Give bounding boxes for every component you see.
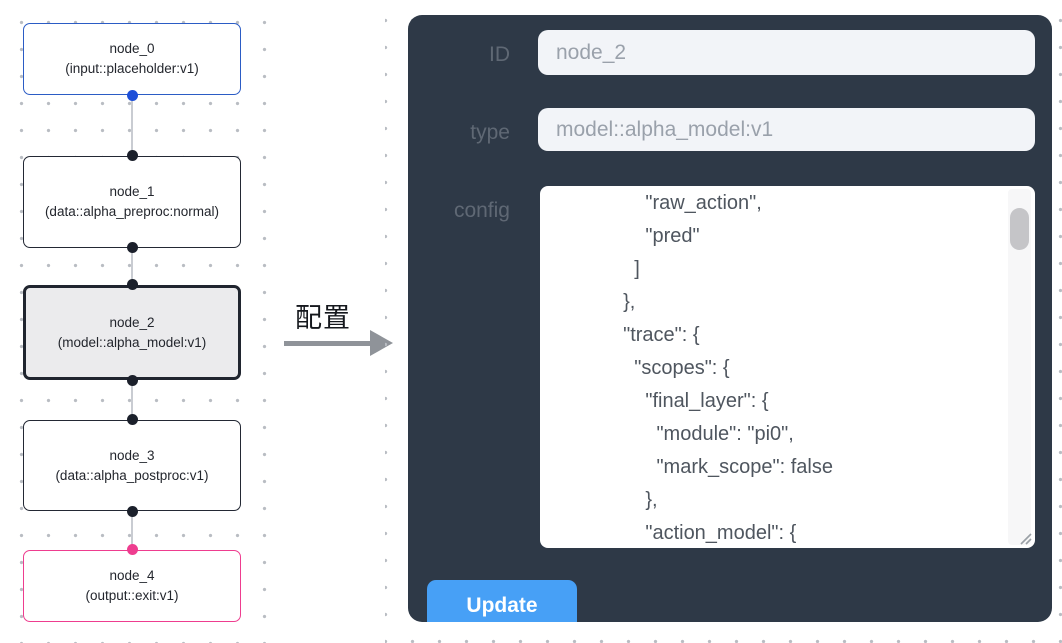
config-field-label: config bbox=[453, 199, 510, 222]
port-node4-input[interactable] bbox=[127, 544, 138, 555]
flow-canvas[interactable]: node_0 (input::placeholder:v1) node_1 (d… bbox=[0, 0, 278, 643]
config-scrollbar[interactable] bbox=[1008, 189, 1031, 545]
flow-node-node_2-selected[interactable]: node_2 (model::alpha_model:v1) bbox=[23, 285, 241, 380]
port-node3-output[interactable] bbox=[127, 506, 138, 517]
node-title: node_0 bbox=[109, 41, 155, 56]
node-title: node_2 bbox=[109, 314, 155, 330]
node-title: node_3 bbox=[109, 447, 155, 463]
type-input[interactable] bbox=[538, 108, 1035, 151]
update-button[interactable]: Update bbox=[427, 580, 577, 622]
id-field-label: ID bbox=[489, 43, 510, 66]
flow-node-node_3[interactable]: node_3 (data::alpha_postproc:v1) bbox=[23, 420, 241, 511]
node-title: node_4 bbox=[109, 568, 155, 583]
config-json-text: "raw_action", "pred" ] }, "trace": { "sc… bbox=[623, 192, 833, 544]
config-textarea[interactable]: "raw_action", "pred" ] }, "trace": { "sc… bbox=[540, 186, 1035, 548]
edge-node2-node3 bbox=[131, 380, 133, 420]
port-node1-output[interactable] bbox=[127, 242, 138, 253]
node-config-panel: ID type config "raw_action", "pred" ] },… bbox=[408, 15, 1052, 622]
flow-node-node_1[interactable]: node_1 (data::alpha_preproc:normal) bbox=[23, 156, 241, 248]
config-panel-region: ID type config "raw_action", "pred" ] },… bbox=[385, 0, 1062, 643]
edge-node0-node1 bbox=[131, 95, 133, 156]
flow-node-node_0[interactable]: node_0 (input::placeholder:v1) bbox=[23, 23, 241, 95]
flow-node-node_4[interactable]: node_4 (output::exit:v1) bbox=[23, 550, 241, 622]
node-type-label: (output::exit:v1) bbox=[85, 588, 179, 603]
configure-label: 配置 bbox=[295, 303, 351, 333]
edge-node3-node4 bbox=[131, 511, 133, 550]
node-type-label: (data::alpha_postproc:v1) bbox=[55, 467, 209, 483]
node-type-label: (input::placeholder:v1) bbox=[65, 61, 199, 76]
configure-arrow-line bbox=[284, 341, 372, 346]
port-node2-input[interactable] bbox=[127, 279, 138, 290]
resize-handle-icon[interactable] bbox=[1018, 531, 1033, 546]
config-scrollbar-thumb[interactable] bbox=[1010, 208, 1029, 250]
node-type-label: (model::alpha_model:v1) bbox=[57, 334, 207, 350]
port-node0-output[interactable] bbox=[127, 90, 138, 101]
port-node3-input[interactable] bbox=[127, 414, 138, 425]
node-type-label: (data::alpha_preproc:normal) bbox=[44, 204, 220, 219]
port-node2-output[interactable] bbox=[127, 375, 138, 386]
edge-node1-node2 bbox=[131, 248, 133, 285]
node-title: node_1 bbox=[109, 184, 155, 199]
id-input[interactable] bbox=[538, 30, 1035, 75]
port-node1-input[interactable] bbox=[127, 150, 138, 161]
type-field-label: type bbox=[470, 121, 510, 144]
